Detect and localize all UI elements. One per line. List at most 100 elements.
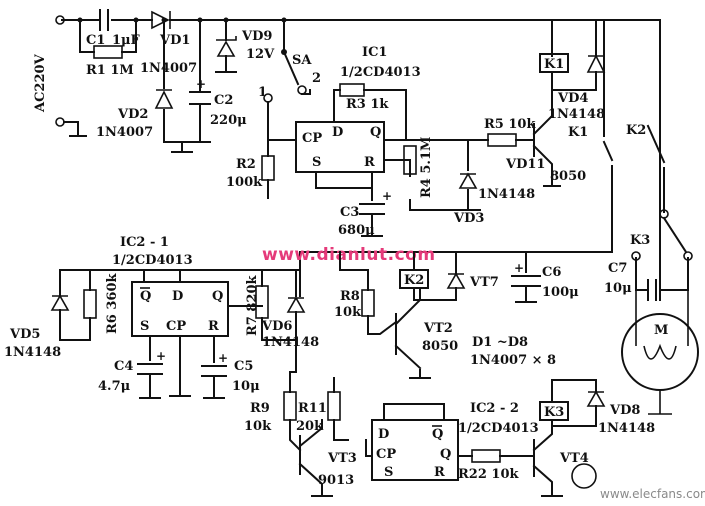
r22-resistor bbox=[471, 449, 501, 463]
r9-value: 10k bbox=[244, 419, 272, 434]
r4-resistor bbox=[403, 145, 417, 175]
vd2-diode bbox=[154, 89, 174, 109]
vd1-diode bbox=[151, 10, 171, 30]
r6-label: R6 360k bbox=[105, 272, 120, 334]
site-logo: www.elecfans.com bbox=[571, 463, 705, 501]
vd9-value: 12V bbox=[246, 47, 275, 62]
r5-resistor bbox=[487, 133, 517, 147]
c4-label: C4 bbox=[114, 359, 133, 374]
ic1-pin-d: D bbox=[332, 125, 343, 140]
ac-terminal-top bbox=[55, 15, 65, 25]
sa-contact-2 bbox=[297, 85, 307, 95]
ic1-part: 1/2CD4013 bbox=[340, 65, 421, 80]
vt3-label: VT3 bbox=[327, 451, 357, 466]
top-rail-right bbox=[619, 19, 661, 301]
vt3-part: 9013 bbox=[318, 473, 354, 488]
k1-wires bbox=[551, 19, 597, 91]
vt7-label: VT7 bbox=[469, 275, 499, 290]
r1-label: R1 1M bbox=[86, 63, 134, 78]
vd6-label: VD6 bbox=[261, 319, 292, 334]
c7-label: C7 bbox=[608, 261, 627, 276]
r11-label: R11 bbox=[298, 401, 327, 416]
ic22-block: R9 10k VT3 9013 R11 20k D Q CP Q S R IC2… bbox=[244, 339, 655, 497]
k3-node-left bbox=[631, 251, 641, 261]
c6-value: 100μ bbox=[542, 285, 579, 300]
r1-wires bbox=[79, 19, 137, 53]
r9-wires bbox=[289, 339, 302, 452]
ic1-label: IC1 bbox=[362, 45, 387, 60]
c4-plus: + bbox=[156, 349, 166, 363]
power-supply: AC220V C1 1μF R1 1M VD1 1N4007 VD2 1N400… bbox=[33, 9, 661, 301]
k1-coil bbox=[539, 53, 569, 73]
vd11-transistor bbox=[532, 89, 561, 187]
ic22-pin-d: D bbox=[378, 427, 389, 442]
sa-label: SA bbox=[292, 53, 312, 68]
vd6-part: 1N4148 bbox=[262, 335, 319, 350]
c7-value: 10μ bbox=[604, 281, 632, 296]
ic21-block: IC2 - 1 1/2CD4013 VD5 1N4148 R6 360k Q D… bbox=[4, 235, 319, 399]
sa-pos1-label: 1 bbox=[258, 85, 267, 100]
r4-label: R4 5.1M bbox=[419, 137, 434, 198]
sa-pos2-label: 2 bbox=[312, 71, 321, 86]
ic1-feedback-wires bbox=[301, 89, 407, 141]
motor-wires bbox=[635, 290, 689, 415]
vt4-transistor bbox=[532, 425, 563, 497]
sa-lever bbox=[282, 50, 300, 86]
c1-label: C1 bbox=[86, 33, 105, 48]
ic22-pin-q: Q bbox=[440, 447, 451, 462]
vt4-label: VT4 bbox=[559, 451, 589, 466]
vd3-part: 1N4148 bbox=[478, 187, 535, 202]
ac-terminal-bottom bbox=[55, 117, 65, 127]
d1d8-part: 1N4007 × 8 bbox=[470, 353, 556, 368]
vd2-c2-wires bbox=[163, 19, 211, 153]
c3-value: 680μ bbox=[338, 223, 375, 238]
r4-wires bbox=[383, 159, 481, 211]
r1-resistor bbox=[93, 45, 123, 59]
k2-contact bbox=[646, 124, 666, 213]
vd8-diode bbox=[586, 390, 606, 407]
vd3-label: VD3 bbox=[453, 211, 484, 226]
vd6-diode bbox=[286, 296, 306, 313]
ic21-pin-q: Q bbox=[212, 289, 223, 304]
vd4-label: VD4 bbox=[557, 91, 588, 106]
r7-label: R7 820k bbox=[245, 274, 260, 336]
c6-plus: + bbox=[514, 261, 524, 275]
c5-label: C5 bbox=[234, 359, 253, 374]
c3-label: C3 bbox=[340, 205, 359, 220]
ic21-pin-d: D bbox=[172, 289, 183, 304]
r2-wires bbox=[267, 101, 297, 199]
k2-switch-label: K2 bbox=[626, 123, 646, 138]
r9-resistor bbox=[283, 391, 297, 421]
ic1-pin-cp: CP bbox=[302, 131, 322, 146]
r22-label: R22 10k bbox=[458, 467, 520, 482]
vt2-label: VT2 bbox=[423, 321, 453, 336]
r8-label: R8 bbox=[340, 289, 360, 304]
r7-resistor bbox=[255, 285, 269, 319]
ic22-feedback bbox=[383, 403, 445, 421]
c7-capacitor bbox=[647, 279, 657, 301]
vd5-part: 1N4148 bbox=[4, 345, 61, 360]
vd2-part: 1N4007 bbox=[96, 125, 153, 140]
r9-label: R9 bbox=[250, 401, 270, 416]
ic22-pin-r: R bbox=[434, 465, 445, 480]
c3-capacitor bbox=[359, 203, 385, 237]
ic21-pin-cp: CP bbox=[166, 319, 186, 334]
ic1-pin-q: Q bbox=[370, 125, 381, 140]
output-stage: K1 K2 K3 C7 10μ M bbox=[299, 19, 699, 415]
vd11-part: 8050 bbox=[550, 169, 586, 184]
r8-resistor bbox=[361, 289, 375, 317]
c2-plus: + bbox=[196, 77, 206, 91]
vd3-diode bbox=[458, 172, 478, 189]
ic22-pin-s: S bbox=[384, 465, 393, 480]
logo-icon bbox=[571, 463, 597, 489]
ic1-box bbox=[295, 121, 385, 173]
c2-capacitor bbox=[189, 91, 211, 105]
c1-capacitor bbox=[99, 9, 109, 31]
c5-plus: + bbox=[218, 351, 228, 365]
vt7-diode bbox=[446, 272, 466, 289]
vd5-label: VD5 bbox=[9, 327, 40, 342]
ic21-part: 1/2CD4013 bbox=[112, 253, 193, 268]
c2-value: 220μ bbox=[210, 113, 247, 128]
k3-coil bbox=[539, 401, 569, 421]
